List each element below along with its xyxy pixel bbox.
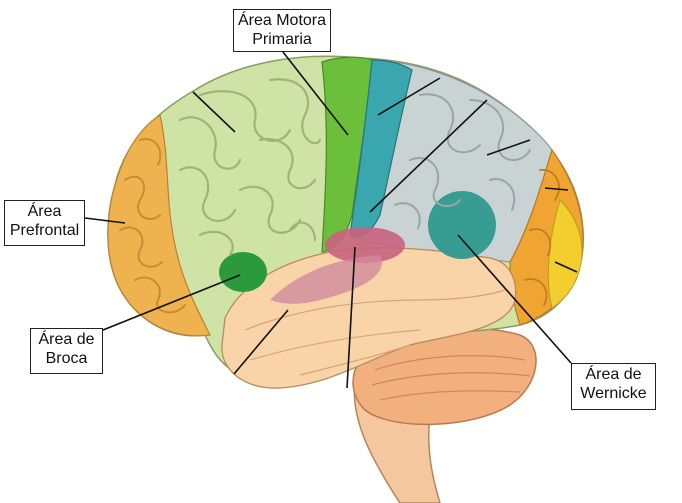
leader-motora — [282, 51, 349, 136]
label-area-prefrontal-line2: Prefrontal — [9, 222, 80, 239]
leader-sensory-top — [377, 77, 441, 116]
leader-occipital-top — [544, 187, 569, 191]
broca-area — [219, 252, 267, 292]
label-area-broca: Área de Broca — [30, 328, 103, 374]
label-area-wernicke-line2: Wernicke — [580, 385, 647, 402]
label-area-wernicke: Área de Wernicke — [571, 363, 656, 410]
label-area-motora-line1: Área Motora — [237, 12, 327, 29]
leader-wernicke — [457, 234, 572, 364]
label-area-wernicke-line1: Área de — [585, 366, 642, 383]
prefrontal-gyri — [119, 138, 186, 314]
leader-parietal — [486, 139, 531, 156]
leader-auditory — [346, 246, 356, 389]
label-area-prefrontal-line1: Área — [27, 203, 62, 220]
wernicke-area — [428, 191, 496, 259]
motor-cortex-region — [321, 56, 373, 253]
leader-broca — [102, 274, 241, 331]
label-area-prefrontal: Área Prefrontal — [4, 200, 85, 246]
leader-occipital-bottom — [554, 261, 578, 273]
frontal-gyri — [178, 78, 322, 257]
temporal-folds — [244, 289, 506, 376]
prefrontal-region — [107, 114, 211, 337]
label-area-broca-line2: Broca — [45, 350, 88, 367]
leader-prefrontal — [84, 217, 126, 224]
leader-sensory-mid — [369, 99, 488, 213]
label-area-motora-line2: Primaria — [252, 31, 312, 48]
leader-frontal-top — [192, 91, 236, 133]
label-area-broca-line1: Área de — [38, 331, 95, 348]
label-area-motora-primaria: Área Motora Primaria — [233, 9, 331, 52]
leader-lines — [84, 51, 578, 389]
leader-temporal — [233, 309, 289, 375]
cerebellum-folds — [371, 355, 531, 401]
auditory-area — [325, 227, 405, 263]
occipital-gyri — [524, 169, 560, 306]
